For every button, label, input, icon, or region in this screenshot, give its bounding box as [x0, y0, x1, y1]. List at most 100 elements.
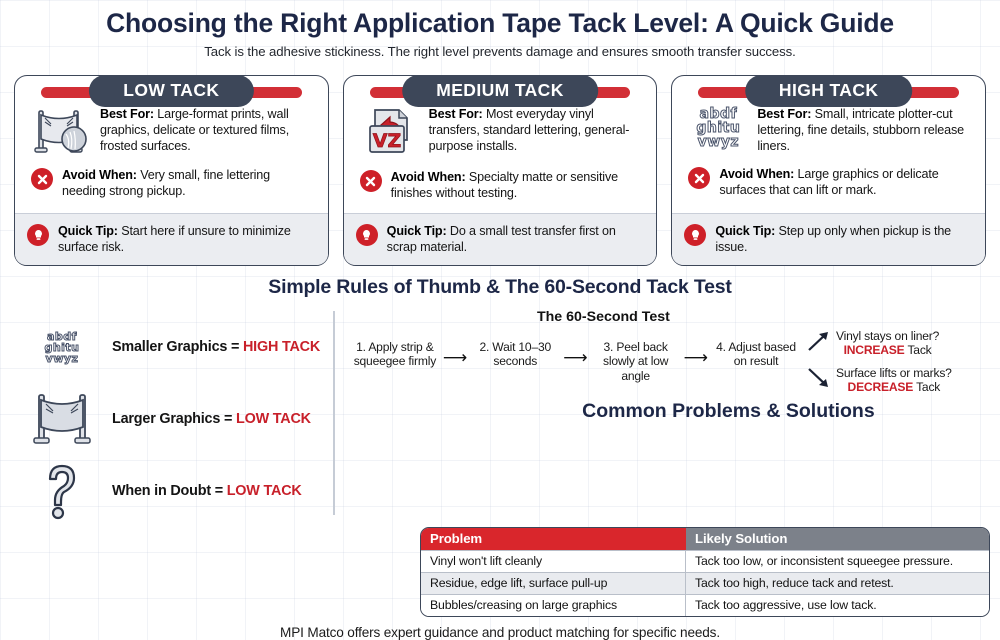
- cell-problem: Residue, edge lift, surface pull-up: [421, 571, 686, 594]
- flow-title: The 60-Second Test: [536, 308, 670, 325]
- problems-section-title: Common Problems & Solutions: [582, 399, 875, 422]
- card-low-tack[interactable]: LOW TACK: [14, 75, 329, 266]
- quick-tip-row: Quick Tip: Start here if unsure to minim…: [25, 223, 314, 256]
- tip-icon-wrap: [684, 223, 707, 247]
- banner-icon: [26, 389, 98, 449]
- problems-table: Problem Likely Solution Vinyl won't lift…: [420, 526, 990, 617]
- card-medium-tack[interactable]: MEDIUM TACK VZ Best For: Most everyday: [342, 75, 658, 266]
- column-header-solution: Likely Solution: [686, 527, 989, 550]
- letters-line-3: vwyz: [45, 351, 79, 365]
- tip-icon-wrap: [27, 223, 49, 247]
- avoid-icon-wrap: [688, 166, 711, 190]
- branch-text: Vinyl stays on liner? INCREASE Tack: [836, 328, 940, 358]
- x-circle-icon: [359, 170, 382, 193]
- flow-step-1: 1. Apply strip & squeegee firmly: [353, 339, 437, 369]
- x-circle-icon: [31, 168, 53, 191]
- rule-accent: HIGH TACK: [242, 338, 321, 355]
- letters-line-1: abdf: [699, 106, 738, 123]
- avoid-when-text: Avoid When: Large graphics or delicate s…: [719, 167, 939, 197]
- branch-text: Surface lifts or marks? DECREASE Tack: [836, 365, 952, 395]
- card-body: abdf ghitu vwyz Best For: Small, intrica…: [680, 92, 977, 213]
- avoid-when-text: Avoid When: Specialty matte or sensitive…: [390, 170, 618, 201]
- avoid-when-text: Avoid When: Very small, fine lettering n…: [62, 168, 270, 199]
- arrow-down-right-icon: [806, 365, 832, 396]
- best-for-text: Best For: Large-format prints, wall grap…: [100, 107, 290, 154]
- table-row: Vinyl won't lift cleanly Tack too low, o…: [421, 549, 989, 572]
- footer-text: MPI Matco offers expert guidance and pro…: [280, 624, 720, 640]
- question-mark-icon: [26, 462, 98, 520]
- cell-solution: Tack too high, reduce tack and retest.: [686, 571, 989, 594]
- rule-accent: LOW TACK: [235, 410, 311, 427]
- best-for-text: Best For: Most everyday vinyl transfers,…: [428, 107, 630, 154]
- quick-tip-row: Quick Tip: Step up only when pickup is t…: [682, 223, 971, 256]
- lightbulb-icon: [355, 224, 378, 247]
- card-high-tack[interactable]: HIGH TACK abdf ghitu vwyz Best For: Smal…: [671, 75, 987, 266]
- letters-line-2: ghitu: [44, 340, 80, 354]
- best-for-text: Best For: Small, intricate plotter-cut l…: [757, 107, 965, 154]
- avoid-when-label: Avoid When:: [390, 170, 466, 185]
- avoid-icon-wrap: [359, 169, 382, 193]
- infographic-page: Choosing the Right Application Tape Tack…: [0, 8, 1000, 640]
- flow-arrow-icon: ⟶: [683, 347, 708, 368]
- x-circle-icon: [688, 167, 711, 190]
- column-header-problem: Problem: [421, 527, 686, 550]
- flow-step-3: 3. Peel back slowly at low angle: [602, 339, 669, 383]
- lightbulb-icon: [684, 224, 707, 247]
- rules-of-thumb-list: abdf ghitu vwyz Smaller Graphics = HIGH …: [0, 305, 333, 527]
- branch-increase: Vinyl stays on liner? INCREASE Tack: [806, 328, 992, 365]
- cell-problem: Bubbles/creasing on large graphics: [421, 593, 686, 616]
- letters-line-3: vwyz: [697, 134, 739, 151]
- branch-question: Surface lifts or marks?: [836, 365, 952, 380]
- cell-solution: Tack too aggressive, use low tack.: [686, 593, 989, 616]
- quick-tip-text: Quick Tip: Start here if unsure to minim…: [58, 224, 291, 255]
- quick-tip-label: Quick Tip:: [715, 224, 776, 239]
- quick-tip-text: Quick Tip: Step up only when pickup is t…: [715, 224, 952, 255]
- branch-accent: DECREASE: [847, 380, 914, 395]
- flow-arrow-icon: ⟶: [563, 347, 588, 368]
- best-for-row: Best For: Large-format prints, wall grap…: [29, 106, 314, 167]
- vz-document-arrow-icon: VZ: [360, 106, 420, 158]
- quick-tip-band: Quick Tip: Start here if unsure to minim…: [15, 213, 328, 265]
- rule-when-in-doubt: When in Doubt = LOW TACK: [14, 455, 333, 527]
- vertical-divider: [332, 310, 335, 515]
- tack-level-cards: LOW TACK: [0, 59, 1000, 266]
- card-body: VZ Best For: Most everyday vinyl transfe…: [352, 92, 649, 213]
- avoid-when-label: Avoid When:: [719, 167, 795, 182]
- card-title-low-tack: LOW TACK: [89, 75, 254, 108]
- rule-text: Larger Graphics = LOW TACK: [112, 410, 311, 427]
- avoid-when-row: Avoid When: Very small, fine lettering n…: [29, 167, 314, 211]
- test-flow: 1. Apply strip & squeegee firmly ⟶ 2. Wa…: [345, 328, 992, 396]
- banner-magnifier-icon: [31, 106, 91, 156]
- rule-smaller-graphics: abdf ghitu vwyz Smaller Graphics = HIGH …: [14, 311, 333, 383]
- letters-line-1: abdf: [46, 329, 77, 343]
- arrow-up-right-icon: [806, 328, 832, 359]
- rule-accent: LOW TACK: [226, 482, 302, 499]
- rule-text: When in Doubt = LOW TACK: [112, 482, 302, 499]
- problems-table-wrap: Problem Likely Solution Vinyl won't lift…: [0, 526, 1000, 617]
- avoid-when-row: Avoid When: Large graphics or delicate s…: [686, 166, 971, 210]
- quick-tip-band: Quick Tip: Step up only when pickup is t…: [672, 213, 986, 265]
- flow-step-2: 2. Wait 10–30 seconds: [479, 339, 552, 369]
- tip-icon-wrap: [355, 223, 378, 247]
- cell-problem: Vinyl won't lift cleanly: [421, 549, 686, 572]
- avoid-when-row: Avoid When: Specialty matte or sensitive…: [358, 169, 643, 213]
- cell-solution: Tack too low, or inconsistent squeegee p…: [686, 549, 989, 572]
- branch-decrease: Surface lifts or marks? DECREASE Tack: [806, 365, 992, 396]
- best-for-label: Best For:: [428, 107, 483, 122]
- avoid-icon-wrap: [31, 167, 53, 191]
- flow-step-4: 4. Adjust based on result: [716, 339, 796, 369]
- branch-question: Vinyl stays on liner?: [836, 328, 940, 343]
- rule-text: Smaller Graphics = HIGH TACK: [112, 338, 321, 355]
- best-for-row: VZ Best For: Most everyday vinyl transfe…: [358, 106, 643, 169]
- rules-section-title: Simple Rules of Thumb & The 60-Second Ta…: [268, 275, 732, 298]
- best-for-label: Best For:: [757, 107, 812, 122]
- quick-tip-row: Quick Tip: Do a small test transfer firs…: [354, 223, 643, 256]
- quick-tip-band: Quick Tip: Do a small test transfer firs…: [343, 213, 657, 265]
- card-title-high-tack: HIGH TACK: [744, 75, 913, 108]
- page-title: Choosing the Right Application Tape Tack…: [106, 8, 894, 38]
- page-subtitle: Tack is the adhesive stickiness. The rig…: [204, 44, 796, 60]
- best-for-row: abdf ghitu vwyz Best For: Small, intrica…: [686, 106, 971, 166]
- card-title-medium-tack: MEDIUM TACK: [402, 75, 598, 108]
- rule-larger-graphics: Larger Graphics = LOW TACK: [14, 383, 333, 455]
- table-row: Residue, edge lift, surface pull-up Tack…: [421, 571, 989, 594]
